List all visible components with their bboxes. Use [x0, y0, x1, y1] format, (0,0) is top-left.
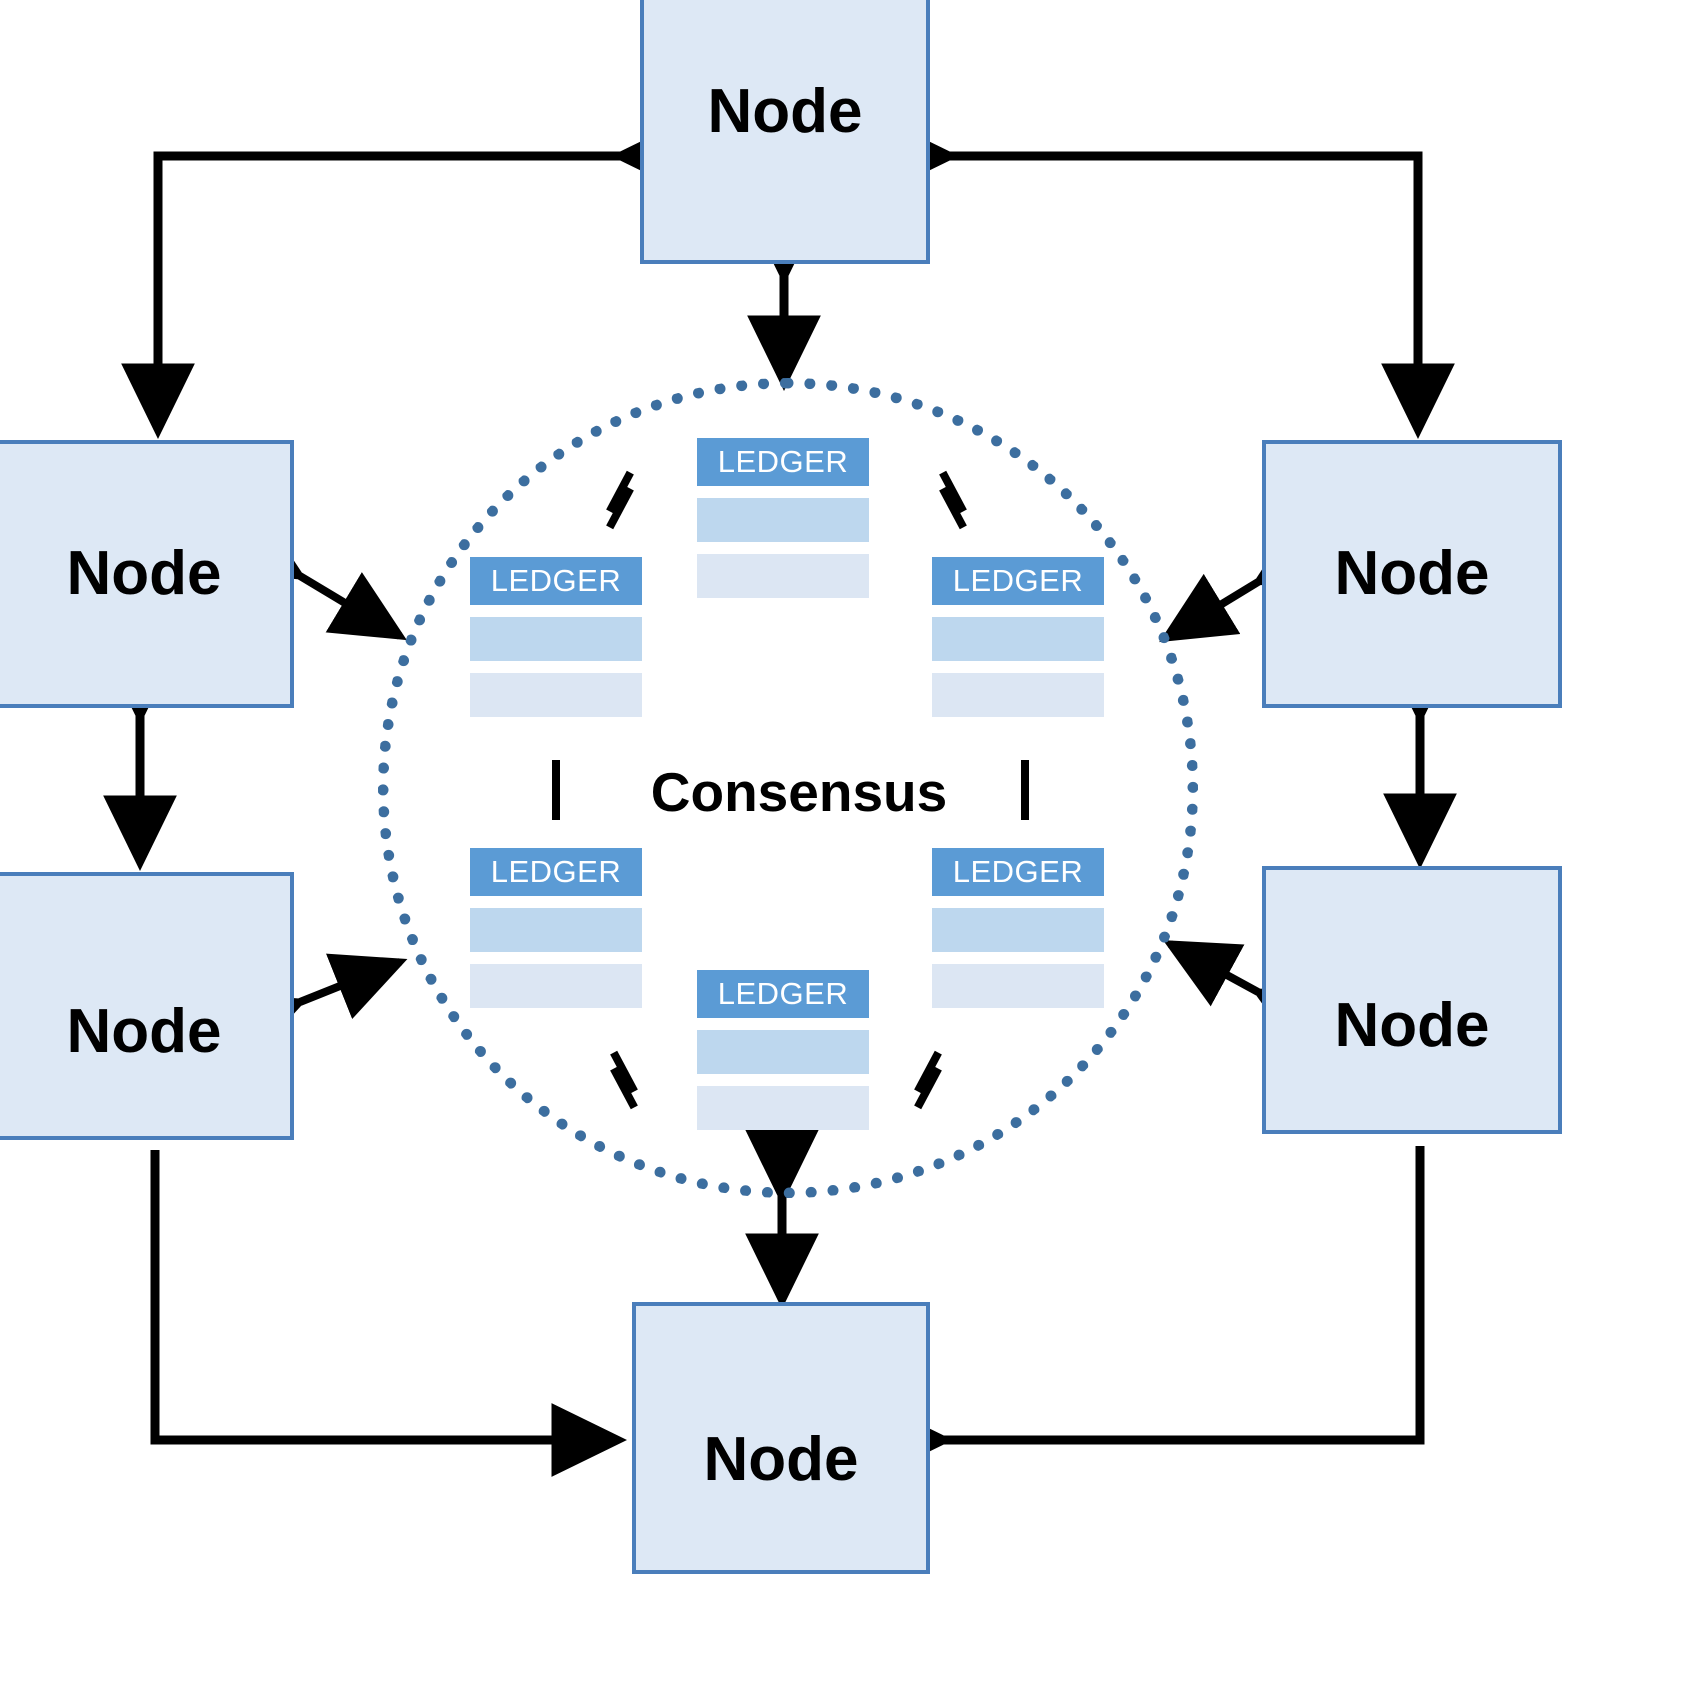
ledger-card-right-upper-row-2	[932, 673, 1104, 717]
node-top[interactable]: Node	[640, 0, 930, 264]
equals-icon-top-right	[935, 470, 969, 530]
equals-icon-mid-right	[1007, 760, 1041, 820]
ledger-card-top-row-2	[697, 554, 869, 598]
ledger-card-left-lower-header: LEDGER	[470, 848, 642, 896]
ledger-card-right-upper[interactable]: LEDGER	[932, 557, 1104, 717]
ledger-card-bottom[interactable]: LEDGER	[697, 970, 869, 1130]
edge-top-to-left-upper	[121, 119, 687, 439]
node-right-lower[interactable]: Node	[1262, 866, 1562, 1134]
ledger-card-left-upper[interactable]: LEDGER	[470, 557, 642, 717]
node-left-lower[interactable]: Node	[0, 872, 294, 1140]
ledger-card-left-upper-row-2	[470, 673, 642, 717]
ledger-card-bottom-header: LEDGER	[697, 970, 869, 1018]
ledger-card-right-upper-row-1	[932, 617, 1104, 661]
ledger-card-left-lower-row-2	[470, 964, 642, 1008]
equals-icon-mid-left	[538, 760, 572, 820]
ledger-card-right-lower-row-1	[932, 908, 1104, 952]
node-right-upper-label: Node	[1334, 539, 1490, 608]
equals-icon-top-left	[602, 470, 636, 530]
consensus-boundary-circle	[378, 378, 1198, 1198]
edge-consensus-to-right-upper	[1159, 517, 1333, 643]
edge-consensus-to-left-lower	[226, 953, 408, 1060]
edge-left-lower-to-bottom	[150, 1150, 627, 1477]
ledger-card-left-upper-header: LEDGER	[470, 557, 642, 605]
node-left-upper-label: Node	[66, 539, 222, 608]
ledger-card-bottom-row-2	[697, 1086, 869, 1130]
equals-icon-bottom-right	[910, 1050, 944, 1110]
node-right-lower-label: Node	[1334, 991, 1490, 1060]
ledger-card-top-row-1	[697, 498, 869, 542]
edge-consensus-to-right-lower	[1162, 940, 1333, 1055]
ledger-card-right-lower-row-2	[932, 964, 1104, 1008]
ledger-card-left-lower-row-1	[470, 908, 642, 952]
node-bottom[interactable]: Node	[632, 1302, 930, 1574]
edge-top-to-right-upper	[883, 119, 1455, 439]
node-right-upper[interactable]: Node	[1262, 440, 1562, 708]
ledger-card-right-upper-header: LEDGER	[932, 557, 1104, 605]
ledger-card-right-lower[interactable]: LEDGER	[932, 848, 1104, 1008]
node-left-lower-label: Node	[66, 997, 222, 1066]
consensus-label: Consensus	[650, 761, 948, 823]
ledger-card-top[interactable]: LEDGER	[697, 438, 869, 598]
ledger-card-left-lower[interactable]: LEDGER	[470, 848, 642, 1008]
ledger-card-right-lower-header: LEDGER	[932, 848, 1104, 896]
edge-bottom-to-right-lower	[877, 1146, 1425, 1477]
node-left-upper[interactable]: Node	[0, 440, 294, 708]
ledger-card-left-upper-row-1	[470, 617, 642, 661]
node-bottom-label: Node	[703, 1425, 859, 1494]
equals-icon-bottom-left	[606, 1050, 640, 1110]
edge-consensus-to-left-upper	[225, 512, 407, 641]
ledger-card-top-header: LEDGER	[697, 438, 869, 486]
ledger-card-bottom-row-1	[697, 1030, 869, 1074]
node-top-label: Node	[707, 77, 863, 146]
